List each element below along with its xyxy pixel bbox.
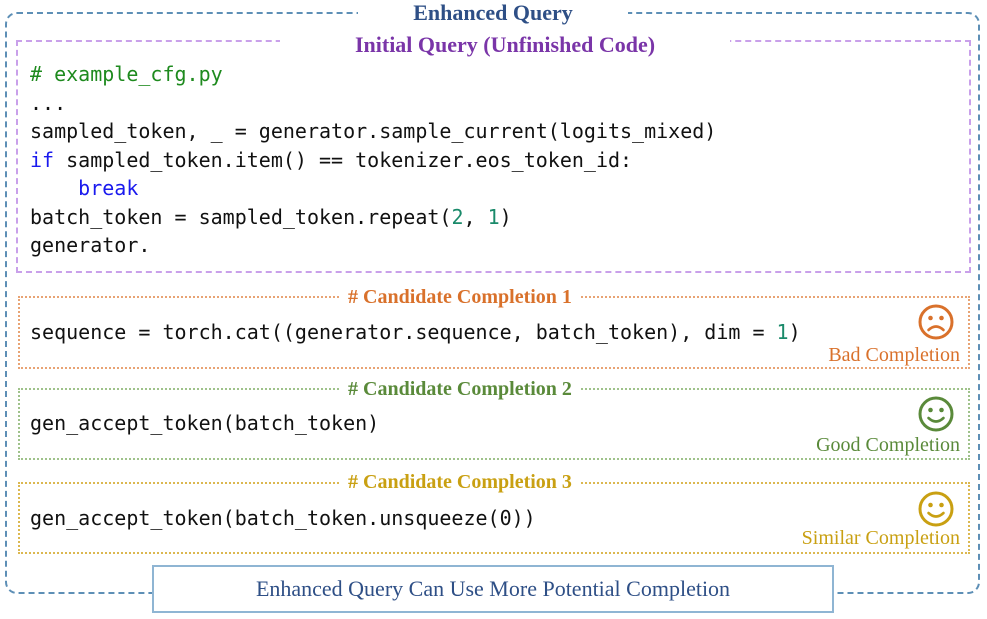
- candidate-1-title: # Candidate Completion 1: [340, 285, 580, 309]
- code-comment: # example_cfg.py: [30, 62, 223, 86]
- candidate-1-code-num: 1: [776, 320, 789, 344]
- code-break-keyword: break: [78, 176, 139, 200]
- initial-query-title: Initial Query (Unfinished Code): [280, 32, 730, 58]
- candidate-1-code: sequence = torch.cat((generator.sequence…: [30, 318, 801, 347]
- initial-code-block: # example_cfg.py ... sampled_token, _ = …: [30, 60, 716, 260]
- sad-face-icon: [918, 304, 954, 340]
- code-line-6c: ): [499, 204, 512, 229]
- candidate-1-code-b: ): [788, 320, 801, 344]
- code-indent: [30, 176, 78, 200]
- enhanced-query-title: Enhanced Query: [358, 0, 628, 26]
- candidate-3-verdict: Similar Completion: [801, 527, 960, 549]
- candidate-1-code-a: sequence = torch.cat((generator.sequence…: [30, 320, 777, 344]
- code-line-3: sampled_token, _ = generator.sample_curr…: [30, 119, 717, 143]
- candidate-3-title: # Candidate Completion 3: [340, 470, 580, 494]
- candidate-2-title: # Candidate Completion 2: [340, 377, 580, 401]
- code-line-6a: batch_token = sampled_token.repeat(: [30, 204, 452, 229]
- code-line-6b: ,: [463, 204, 488, 229]
- candidate-2-code: gen_accept_token(batch_token): [30, 411, 380, 435]
- enhanced-query-footer: Enhanced Query Can Use More Potential Co…: [152, 565, 834, 613]
- candidate-1-verdict: Bad Completion: [828, 344, 960, 366]
- code-number-2: 2: [451, 204, 464, 229]
- candidate-2-verdict: Good Completion: [816, 434, 960, 456]
- code-line-7: generator.: [30, 233, 151, 257]
- smile-face-icon: [918, 396, 954, 432]
- smile-face-icon: [918, 491, 954, 527]
- candidate-3-code: gen_accept_token(batch_token.unsqueeze(0…: [30, 506, 536, 530]
- code-line-4: sampled_token.item() == tokenizer.eos_to…: [54, 147, 633, 172]
- code-if-keyword: if: [30, 147, 55, 172]
- code-number-1: 1: [487, 204, 500, 229]
- code-ellipsis: ...: [30, 90, 67, 115]
